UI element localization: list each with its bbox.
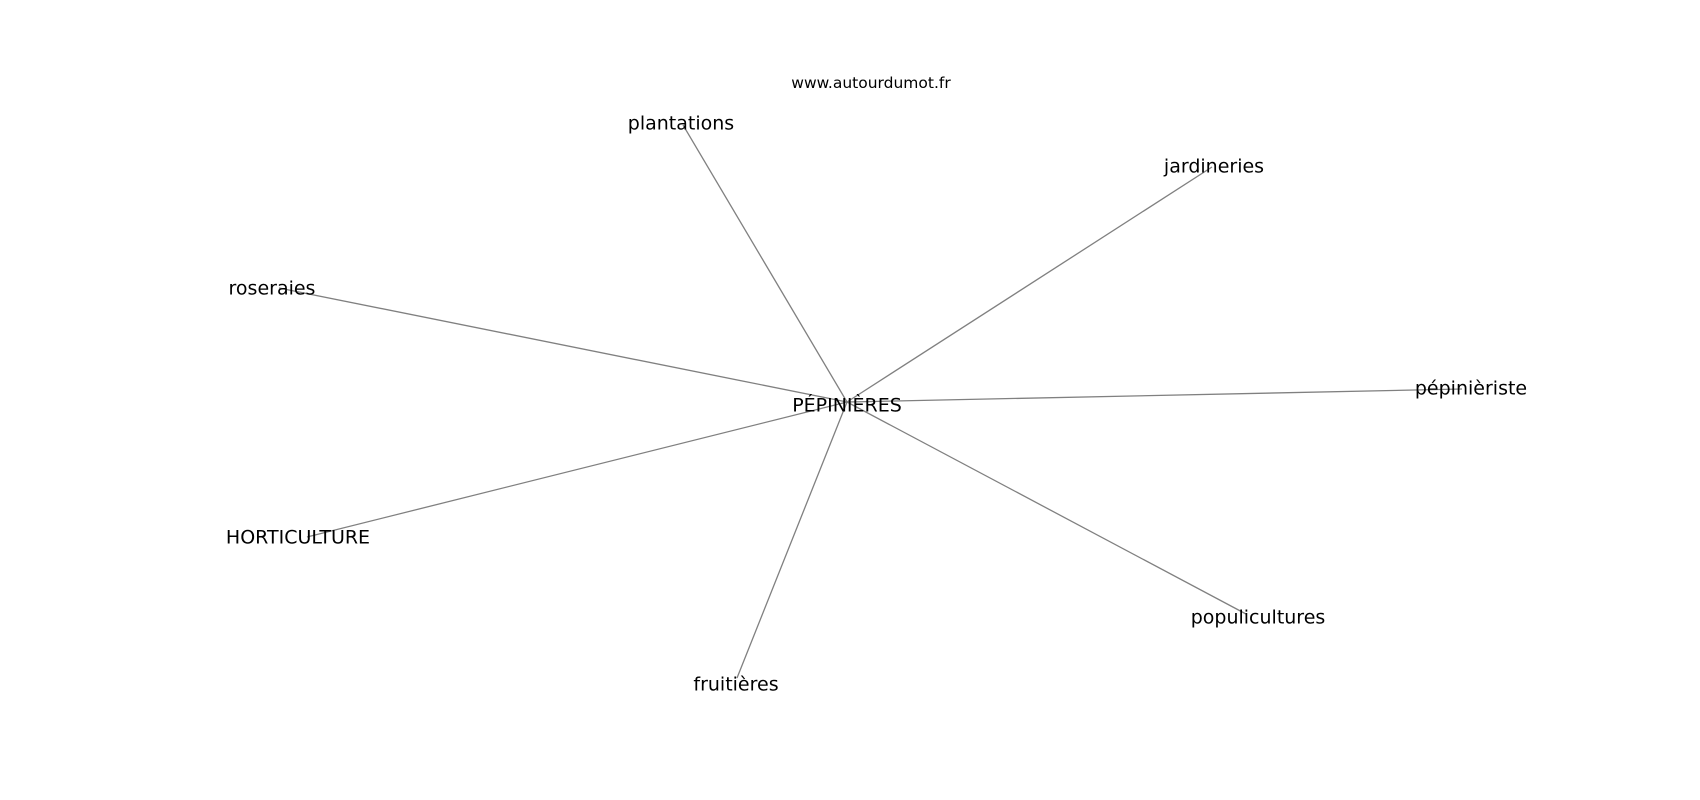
node-jardineries-label: jardineries <box>1163 156 1264 178</box>
node-center-label: PÉPINIÈRES <box>792 394 902 417</box>
node-roseraies-label: roseraies <box>229 278 316 300</box>
edge-fruitieres <box>736 401 848 679</box>
watermark-text: www.autourdumot.fr <box>791 74 951 92</box>
node-plantations-label: plantations <box>628 113 734 135</box>
edge-roseraies <box>278 287 848 403</box>
edge-populicultures <box>846 401 1247 615</box>
edge-pepinieriste <box>846 388 1463 403</box>
node-fruitieres-label: fruitières <box>693 674 778 696</box>
node-populicultures-label: populicultures <box>1191 607 1326 629</box>
node-horticulture-label: HORTICULTURE <box>226 527 370 549</box>
edge-horticulture <box>306 401 848 538</box>
edge-plantations <box>682 124 848 403</box>
edges-layer <box>278 124 1463 679</box>
edge-jardineries <box>846 166 1213 403</box>
node-pepinieriste-label: pépinièriste <box>1415 378 1527 400</box>
labels-layer: www.autourdumot.fr PÉPINIÈRES plantation… <box>226 74 1527 696</box>
